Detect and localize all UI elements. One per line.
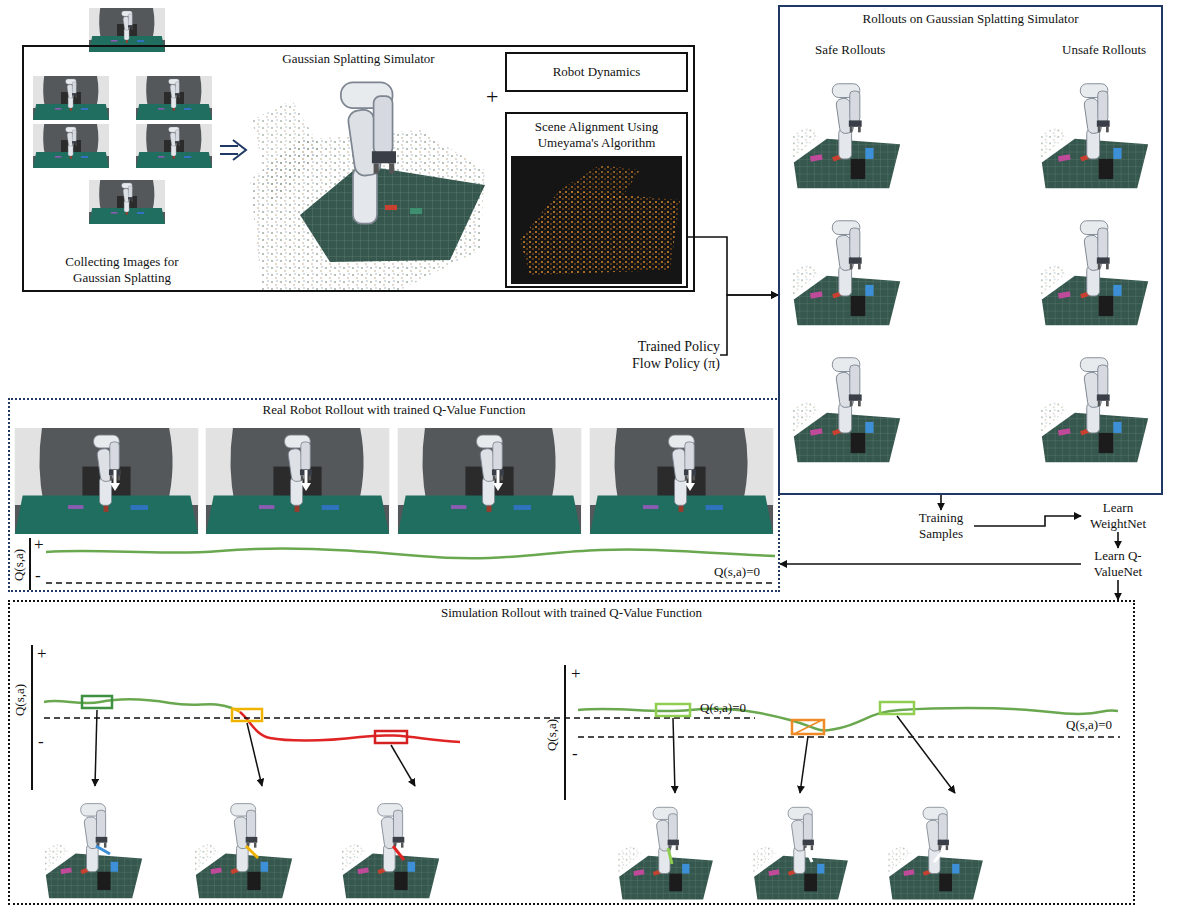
node-title: Scene Alignment Using Umeyama's Algorith… bbox=[513, 119, 680, 151]
axis-label: Q(s,a) bbox=[12, 684, 28, 716]
node-title: Learn Q-ValueNet bbox=[1081, 548, 1155, 580]
training-step: Learn Q-ValueNet bbox=[1081, 548, 1155, 580]
real-rollout-panel: Real Robot Rollout with trained Q-Value … bbox=[8, 398, 780, 592]
node-title: Training Samples bbox=[908, 510, 974, 542]
real-q-plot bbox=[30, 538, 775, 590]
flow-arrow bbox=[1117, 532, 1119, 548]
axis-sign: - bbox=[572, 744, 578, 764]
caption: Collecting Images for Gaussian Splatting bbox=[56, 254, 188, 286]
double-arrow bbox=[220, 140, 246, 160]
captured-images bbox=[33, 8, 212, 224]
process-box: Robot Dynamics bbox=[505, 52, 688, 92]
threshold-label: Q(s,a)=0 bbox=[714, 564, 760, 580]
rollout-images bbox=[792, 84, 1148, 463]
flow-arrow bbox=[688, 237, 778, 295]
node-title: Robot Dynamics bbox=[513, 64, 680, 80]
axis-sign: - bbox=[38, 732, 44, 752]
node-title: Trained Policy Flow Policy (π) bbox=[612, 338, 720, 372]
axis-label: Q(s,a) bbox=[11, 549, 27, 581]
column-heading: Safe Rollouts bbox=[815, 42, 885, 58]
flow-arrow bbox=[1117, 580, 1119, 600]
point-cloud bbox=[250, 82, 485, 290]
plus-sign: + bbox=[486, 84, 498, 109]
axis-sign: - bbox=[35, 566, 41, 586]
flow-arrow bbox=[780, 563, 1081, 565]
node-title: Real Robot Rollout with trained Q-Value … bbox=[10, 402, 778, 418]
training-step: Learn WeightNet bbox=[1081, 500, 1155, 532]
node-title: Simulation Rollout with trained Q-Value … bbox=[10, 605, 1133, 621]
axis-label: Q(s,a) bbox=[544, 719, 560, 751]
threshold-label: Q(s,a)=0 bbox=[1066, 717, 1112, 733]
aligned-point-cloud bbox=[511, 156, 682, 284]
threshold-label: Q(s,a)=0 bbox=[700, 700, 746, 716]
flow-arrow bbox=[720, 295, 778, 355]
real-robot-photos bbox=[15, 428, 773, 534]
process-box: Scene Alignment Using Umeyama's Algorith… bbox=[505, 112, 688, 288]
axis-sign: + bbox=[571, 664, 581, 684]
flow-arrow bbox=[940, 495, 942, 510]
rollouts-panel: Rollouts on Gaussian Splatting Simulator bbox=[778, 5, 1163, 495]
flow-arrow bbox=[974, 516, 1081, 526]
node-title: Learn WeightNet bbox=[1081, 500, 1155, 532]
sim-rollout-panel: Simulation Rollout with trained Q-Value … bbox=[8, 600, 1135, 905]
sim-q-plot-safe bbox=[565, 665, 1120, 899]
axis-sign: + bbox=[37, 644, 47, 664]
axis-sign: + bbox=[34, 535, 44, 555]
policy-input: Trained Policy Flow Policy (π) bbox=[612, 338, 720, 372]
node-title: Rollouts on Gaussian Splatting Simulator bbox=[780, 11, 1161, 27]
column-heading: Unsafe Rollouts bbox=[1062, 42, 1146, 58]
data-step: Training Samples bbox=[908, 510, 974, 542]
